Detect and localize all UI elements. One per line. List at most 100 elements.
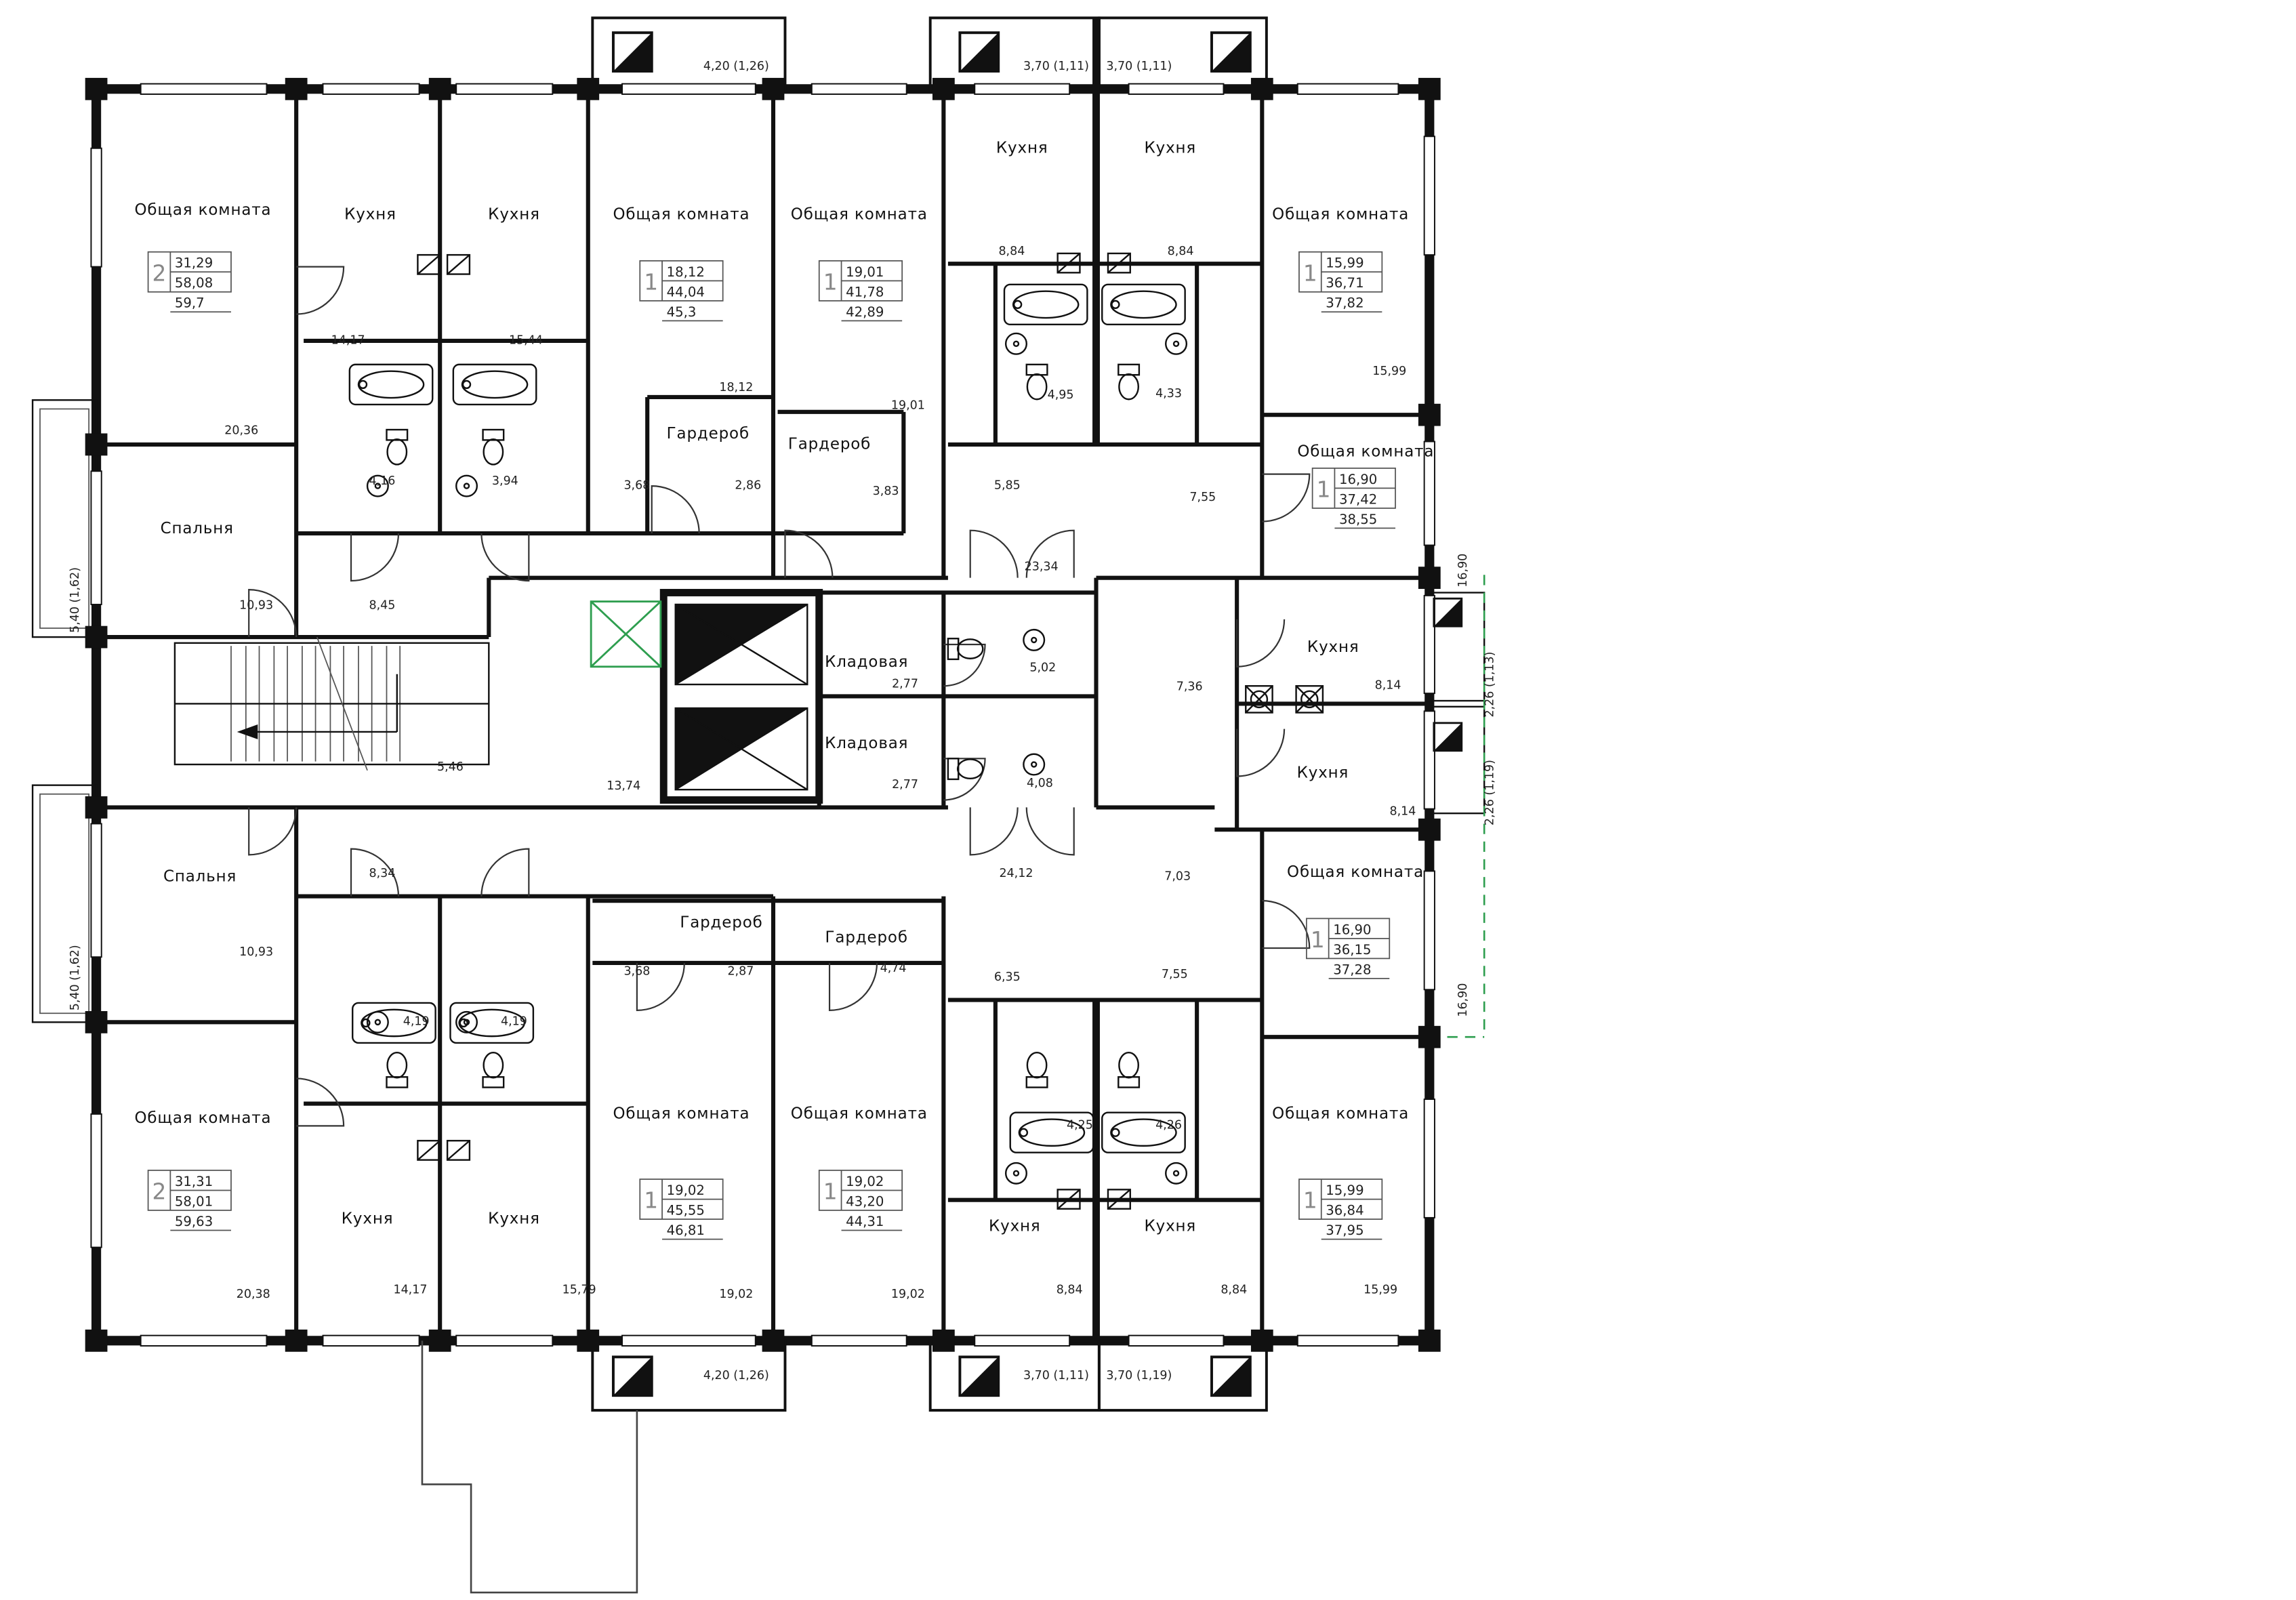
dimension-label: 4,19 xyxy=(501,1015,527,1029)
fixtures xyxy=(348,31,1463,1397)
stamp-room-count: 1 xyxy=(823,269,838,295)
apartment-stamp xyxy=(1306,918,1391,979)
dimension-label: 4,20 (1,26) xyxy=(703,1369,769,1382)
toilet xyxy=(482,428,505,466)
dimension-label: 8,84 xyxy=(1221,1283,1247,1296)
dimension-label: 15,99 xyxy=(1364,1283,1397,1296)
room-label: Кухня xyxy=(996,139,1048,157)
room-label: Спальня xyxy=(163,868,237,886)
room-label: Кухня xyxy=(488,1210,540,1228)
dimension-label: 5,40 (1,62) xyxy=(68,567,82,633)
stamp-room-count: 1 xyxy=(1317,477,1331,503)
stair-direction-arrow xyxy=(237,724,258,739)
dimension-label: 15,79 xyxy=(562,1283,596,1296)
stamp-total-area: 36,71 xyxy=(1326,275,1364,291)
stamp-room-count: 1 xyxy=(1303,260,1317,286)
room-label: Общая комната xyxy=(613,206,750,224)
stamp-room-count: 2 xyxy=(152,260,167,286)
sink xyxy=(1165,332,1188,355)
dimension-label: 16,90 xyxy=(1456,554,1470,588)
stamp-living-area: 16,90 xyxy=(1339,472,1377,487)
stamp-total-with-balcony: 59,7 xyxy=(175,295,205,311)
dimension-label: 8,84 xyxy=(1168,245,1194,258)
stamp-total-with-balcony: 37,95 xyxy=(1326,1223,1364,1238)
toilet xyxy=(1025,1051,1048,1088)
sink xyxy=(455,474,478,497)
windows xyxy=(90,83,1435,1347)
room-label: Гардероб xyxy=(788,435,871,453)
sink xyxy=(366,1010,389,1033)
stamp-total-with-balcony: 37,28 xyxy=(1333,962,1371,977)
toilet xyxy=(386,1051,409,1088)
dimension-label: 20,36 xyxy=(224,424,258,438)
stamp-room-count: 1 xyxy=(644,1188,658,1214)
room-label: Общая комната xyxy=(791,1105,928,1122)
vent-block xyxy=(611,31,653,73)
toilet xyxy=(947,638,984,661)
dimension-label: 2,26 (1,19) xyxy=(1483,760,1496,825)
dimension-label: 7,55 xyxy=(1162,968,1188,981)
dimension-label: 5,85 xyxy=(994,478,1021,492)
apartment-stamp xyxy=(639,260,724,322)
dimension-label: 10,93 xyxy=(239,599,273,613)
washing-machine xyxy=(1295,684,1324,714)
stamp-total-area: 36,15 xyxy=(1333,942,1371,958)
stamp-living-area: 16,90 xyxy=(1333,922,1371,937)
vent-block xyxy=(1433,722,1463,752)
service-shaft xyxy=(590,600,662,668)
apartment-stamp xyxy=(147,251,232,313)
dimension-label: 3,70 (1,19) xyxy=(1106,1369,1172,1382)
dimension-label: 19,02 xyxy=(719,1288,753,1301)
room-label: Кладовая xyxy=(825,653,908,671)
stamp-room-count: 1 xyxy=(1303,1188,1317,1214)
stamp-living-area: 18,12 xyxy=(667,264,705,280)
dimension-label: 5,40 (1,62) xyxy=(68,945,82,1010)
dimension-label: 2,26 (1,13) xyxy=(1483,652,1496,718)
stamp-total-area: 43,20 xyxy=(846,1193,884,1209)
dimension-label: 2,77 xyxy=(892,778,918,792)
dimension-label: 19,01 xyxy=(891,398,925,412)
dimension-label: 3,70 (1,11) xyxy=(1106,60,1172,73)
toilet xyxy=(947,758,984,781)
dimension-label: 4,95 xyxy=(1048,388,1074,402)
dimension-label: 4,25 xyxy=(1067,1119,1093,1132)
stamp-total-area: 58,01 xyxy=(175,1193,213,1209)
stamp-living-area: 15,99 xyxy=(1326,255,1364,271)
room-label: Общая комната xyxy=(1287,863,1424,881)
elevator-core xyxy=(590,589,823,804)
vent-shaft xyxy=(417,253,441,275)
vent-block xyxy=(1210,31,1252,73)
dimension-label: 13,74 xyxy=(607,779,640,793)
stamp-living-area: 19,02 xyxy=(846,1174,884,1189)
dimension-label: 2,86 xyxy=(735,478,761,492)
room-label: Кухня xyxy=(342,1210,394,1228)
dimension-label: 5,02 xyxy=(1029,661,1056,674)
dimension-label: 4,33 xyxy=(1155,387,1182,401)
vent-shaft xyxy=(446,253,471,275)
entrance-walkway-outline xyxy=(421,1340,638,1594)
stamp-living-area: 19,01 xyxy=(846,264,884,280)
vent-block xyxy=(611,1355,653,1397)
stamp-total-with-balcony: 44,31 xyxy=(846,1214,884,1229)
dimension-label: 7,03 xyxy=(1164,870,1191,884)
dimension-label: 14,17 xyxy=(393,1283,427,1296)
room-label: Кухня xyxy=(1307,638,1359,656)
stamp-total-with-balcony: 59,63 xyxy=(175,1214,213,1229)
apartment-stamp xyxy=(1311,468,1396,529)
dimension-label: 3,68 xyxy=(623,964,650,978)
toilet xyxy=(482,1051,505,1088)
dimension-label: 4,08 xyxy=(1027,777,1053,790)
dimension-label: 15,44 xyxy=(509,333,543,347)
stamp-living-area: 19,02 xyxy=(667,1183,705,1198)
dimension-label: 3,94 xyxy=(492,474,518,488)
dimension-label: 8,34 xyxy=(369,867,395,880)
dimension-label: 5,46 xyxy=(437,760,464,774)
room-label: Кухня xyxy=(1144,139,1196,157)
vent-block xyxy=(1433,597,1463,628)
stamp-total-with-balcony: 38,55 xyxy=(1339,512,1377,527)
room-label: Кухня xyxy=(488,206,540,224)
stamp-total-area: 44,04 xyxy=(667,284,705,300)
bathtub xyxy=(1101,283,1186,326)
stamp-living-area: 31,29 xyxy=(175,255,213,271)
room-label: Кухня xyxy=(1297,764,1349,782)
